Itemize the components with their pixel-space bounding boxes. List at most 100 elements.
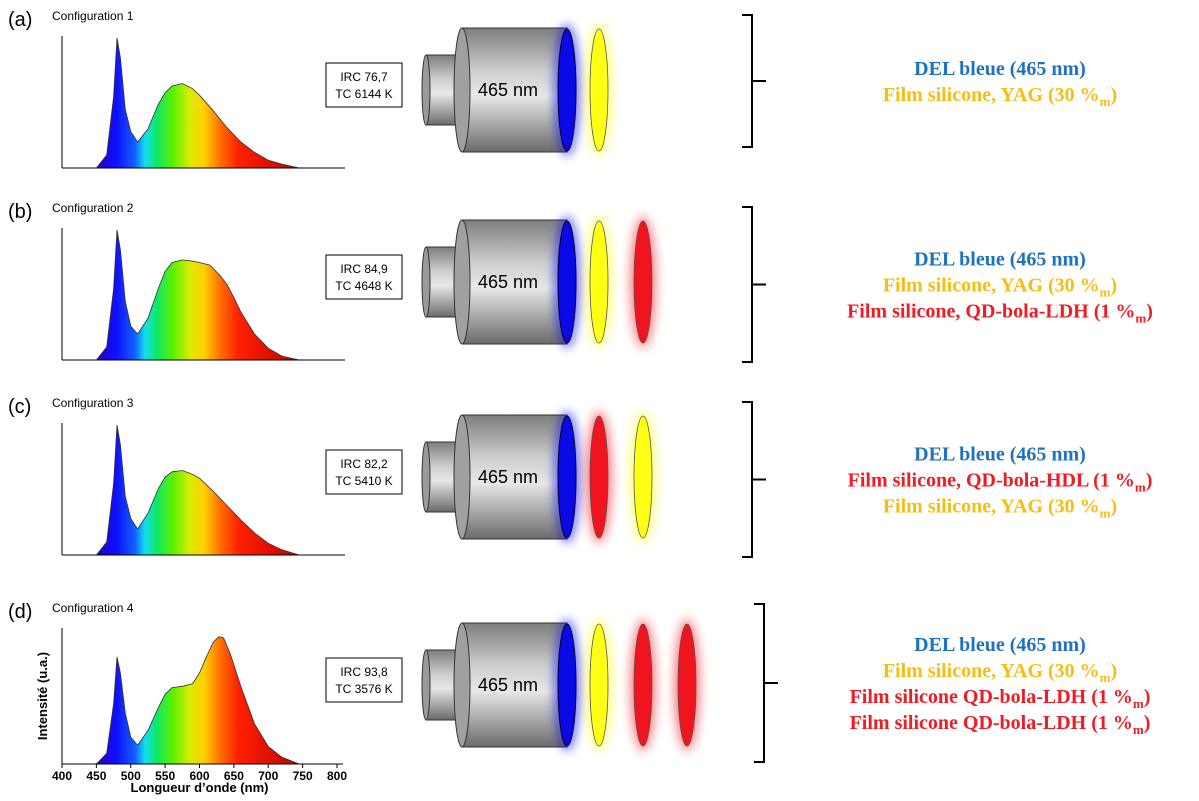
emission-spectrum [95, 636, 300, 765]
color-metrics-box [325, 254, 403, 300]
layer-label: DEL bleue (465 nm) [914, 58, 1086, 80]
cct-value: TC 4648 K [335, 279, 392, 293]
x-tick-label: 650 [224, 769, 244, 783]
led-device: 465 nm [421, 619, 580, 751]
film-red [630, 216, 656, 348]
film-disc [589, 415, 609, 539]
closing-paren: ) [1144, 686, 1151, 708]
film-disc [633, 623, 653, 747]
layer-label: DEL bleue (465 nm) [914, 249, 1086, 271]
film-disc [589, 28, 609, 152]
led-device: 465 nm [421, 24, 580, 156]
x-tick-label: 700 [258, 769, 278, 783]
led-body-back [453, 414, 471, 540]
cri-value: IRC 82,2 [340, 457, 388, 471]
film-red [586, 411, 612, 543]
mass-percent-subscript: m [1135, 480, 1146, 495]
color-metrics-box [325, 62, 403, 108]
closing-paren: ) [1144, 712, 1151, 734]
led-body [461, 219, 568, 345]
layer-description: Film silicone QD-bola-LDH (1 %m) [850, 712, 1151, 737]
led-body-back [453, 219, 471, 345]
x-tick-label: 500 [121, 769, 141, 783]
cct-value: TC 3576 K [335, 682, 392, 696]
mass-percent-subscript: m [1100, 670, 1111, 685]
film-red [630, 619, 656, 751]
led-wavelength-label: 465 nm [478, 80, 538, 100]
mass-percent-subscript: m [1100, 285, 1111, 300]
led-base-cap [421, 441, 431, 513]
mass-percent-subscript: m [1133, 696, 1144, 711]
closing-paren: ) [1111, 84, 1118, 106]
layer-description: Film silicone, QD-bola-HDL (1 %m) [848, 470, 1153, 495]
film-disc [589, 623, 609, 747]
layer-description: DEL bleue (465 nm) [914, 634, 1086, 656]
layer-label: Film silicone, YAG (30 % [883, 660, 1100, 682]
bracket [742, 206, 766, 363]
panel-1: (a) Configuration 1 IRC 76,7 TC 6144 K 465 n… [8, 9, 1117, 169]
panel-letter: (d) [8, 601, 32, 623]
x-axis-title: Longueur d’onde (nm) [131, 780, 269, 795]
emission-spectrum [95, 37, 300, 169]
film-disc [589, 220, 609, 344]
x-tick-label: 400 [52, 769, 72, 783]
closing-paren: ) [1146, 301, 1153, 323]
led-wavelength-label: 465 nm [478, 467, 538, 487]
x-tick-label: 750 [293, 769, 313, 783]
closing-paren: ) [1111, 275, 1118, 297]
emission-spectrum [95, 229, 300, 361]
cri-value: IRC 84,9 [340, 262, 388, 276]
led-body-back [453, 27, 471, 153]
led-body [461, 622, 568, 748]
led-body [461, 414, 568, 540]
led-wavelength-label: 465 nm [478, 675, 538, 695]
layer-description: Film silicone, QD-bola-LDH (1 %m) [847, 301, 1153, 326]
layer-description: Film silicone, YAG (30 %m) [883, 660, 1117, 685]
layer-label: DEL bleue (465 nm) [914, 634, 1086, 656]
configuration-title: Configuration 1 [52, 9, 134, 23]
configuration-title: Configuration 4 [52, 601, 134, 615]
layer-label: Film silicone, YAG (30 % [883, 275, 1100, 297]
led-base-cap [421, 246, 431, 318]
film-yellow [586, 24, 612, 156]
cri-value: IRC 76,7 [340, 70, 388, 84]
layer-description: DEL bleue (465 nm) [914, 249, 1086, 271]
film-yellow [630, 411, 656, 543]
cct-value: TC 5410 K [335, 474, 392, 488]
layer-label: Film silicone, YAG (30 % [883, 496, 1100, 518]
led-device: 465 nm [421, 411, 580, 543]
led-emitter [557, 415, 577, 539]
x-tick-label: 550 [155, 769, 175, 783]
mass-percent-subscript: m [1100, 506, 1111, 521]
layer-label: Film silicone QD-bola-LDH (1 % [850, 712, 1133, 734]
bracket [742, 14, 766, 148]
configuration-title: Configuration 2 [52, 201, 134, 215]
led-emitter [557, 220, 577, 344]
panel-letter: (b) [8, 201, 32, 223]
led-emitter [557, 623, 577, 747]
layer-label: Film silicone QD-bola-LDH (1 % [850, 686, 1133, 708]
film-red [674, 619, 700, 751]
panel-letter: (a) [8, 9, 32, 31]
emission-spectrum [95, 424, 300, 556]
x-tick-label: 800 [327, 769, 347, 783]
closing-paren: ) [1146, 470, 1153, 492]
mass-percent-subscript: m [1100, 94, 1111, 109]
led-wavelength-label: 465 nm [478, 272, 538, 292]
layer-label: Film silicone, QD-bola-LDH (1 % [847, 301, 1135, 323]
bracket [742, 401, 766, 558]
color-metrics-box [325, 657, 403, 703]
panel-letter: (c) [8, 396, 31, 418]
configuration-title: Configuration 3 [52, 396, 134, 410]
film-yellow [586, 216, 612, 348]
panel-3: (c) Configuration 3 IRC 82,2 TC 5410 K 465 n… [8, 396, 1153, 558]
layer-description: Film silicone, YAG (30 %m) [883, 84, 1117, 109]
film-disc [633, 415, 653, 539]
layer-label: DEL bleue (465 nm) [914, 444, 1086, 466]
y-axis-title: Intensité (u.a.) [35, 652, 50, 740]
layer-label: Film silicone, QD-bola-HDL (1 % [848, 470, 1135, 492]
cct-value: TC 6144 K [335, 87, 392, 101]
led-base-cap [421, 649, 431, 721]
